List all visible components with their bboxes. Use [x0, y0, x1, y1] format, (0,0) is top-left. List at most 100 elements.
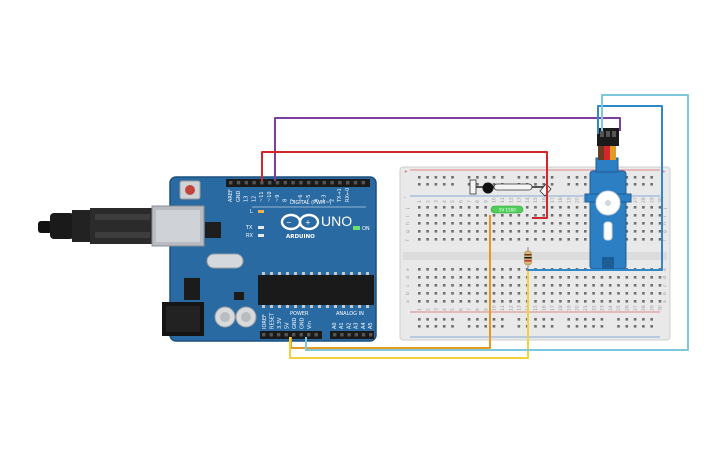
terminal-hole[interactable] — [625, 214, 629, 217]
terminal-hole[interactable] — [650, 206, 653, 209]
rail-hole[interactable] — [517, 325, 521, 328]
wires[interactable] — [261, 94, 689, 359]
terminal-hole[interactable] — [501, 214, 504, 217]
terminal-hole[interactable] — [600, 300, 604, 303]
terminal-hole[interactable] — [550, 222, 554, 225]
terminal-hole[interactable] — [459, 230, 463, 233]
terminal-hole[interactable] — [442, 206, 446, 209]
header-hole[interactable] — [346, 181, 350, 185]
pushbutton[interactable] — [469, 179, 552, 197]
terminal-hole[interactable] — [426, 276, 429, 279]
terminal-hole[interactable] — [484, 238, 487, 241]
terminal-hole[interactable] — [442, 292, 446, 295]
terminal-hole[interactable] — [625, 300, 629, 303]
header-hole[interactable] — [299, 181, 303, 185]
terminal-hole[interactable] — [658, 276, 662, 279]
terminal-hole[interactable] — [509, 230, 512, 233]
rail-hole[interactable] — [467, 318, 471, 321]
rail-hole[interactable] — [451, 176, 454, 179]
terminal-hole[interactable] — [633, 300, 637, 303]
rail-hole[interactable] — [575, 325, 579, 328]
terminal-hole[interactable] — [584, 222, 587, 225]
terminal-hole[interactable] — [542, 206, 546, 209]
rail-hole[interactable] — [476, 183, 479, 186]
terminal-hole[interactable] — [451, 230, 454, 233]
header-hole[interactable] — [338, 181, 342, 185]
terminal-hole[interactable] — [550, 300, 554, 303]
terminal-hole[interactable] — [426, 214, 429, 217]
terminal-hole[interactable] — [434, 230, 438, 233]
rail-hole[interactable] — [501, 176, 504, 179]
rail-hole[interactable] — [451, 318, 454, 321]
terminal-hole[interactable] — [592, 300, 595, 303]
terminal-hole[interactable] — [492, 214, 496, 217]
rail-hole[interactable] — [492, 318, 496, 321]
header-hole[interactable] — [268, 181, 272, 185]
terminal-hole[interactable] — [501, 268, 504, 271]
terminal-hole[interactable] — [650, 230, 653, 233]
rail-hole[interactable] — [467, 183, 471, 186]
terminal-hole[interactable] — [509, 300, 512, 303]
terminal-hole[interactable] — [633, 292, 637, 295]
terminal-hole[interactable] — [476, 292, 479, 295]
terminal-hole[interactable] — [442, 230, 446, 233]
terminal-hole[interactable] — [476, 214, 479, 217]
terminal-hole[interactable] — [608, 292, 612, 295]
header-hole[interactable] — [322, 181, 326, 185]
header-hole[interactable] — [269, 333, 273, 337]
terminal-hole[interactable] — [501, 300, 504, 303]
terminal-hole[interactable] — [501, 284, 504, 287]
terminal-hole[interactable] — [642, 206, 645, 209]
header-hole[interactable] — [244, 181, 248, 185]
terminal-hole[interactable] — [492, 268, 496, 271]
terminal-hole[interactable] — [608, 284, 612, 287]
rail-hole[interactable] — [542, 318, 546, 321]
terminal-hole[interactable] — [584, 300, 587, 303]
terminal-hole[interactable] — [600, 284, 604, 287]
terminal-hole[interactable] — [501, 230, 504, 233]
header-hole[interactable] — [299, 333, 303, 337]
terminal-hole[interactable] — [434, 206, 438, 209]
terminal-hole[interactable] — [534, 276, 537, 279]
terminal-hole[interactable] — [650, 292, 653, 295]
rail-hole[interactable] — [550, 183, 554, 186]
terminal-hole[interactable] — [492, 230, 496, 233]
terminal-hole[interactable] — [633, 222, 637, 225]
terminal-hole[interactable] — [484, 276, 487, 279]
terminal-hole[interactable] — [559, 206, 562, 209]
terminal-hole[interactable] — [525, 206, 529, 209]
rail-hole[interactable] — [534, 325, 537, 328]
terminal-hole[interactable] — [633, 206, 637, 209]
terminal-hole[interactable] — [584, 284, 587, 287]
terminal-hole[interactable] — [658, 206, 662, 209]
terminal-hole[interactable] — [534, 238, 537, 241]
terminal-hole[interactable] — [476, 206, 479, 209]
terminal-hole[interactable] — [642, 284, 645, 287]
terminal-hole[interactable] — [600, 276, 604, 279]
rail-hole[interactable] — [542, 325, 546, 328]
rail-hole[interactable] — [492, 325, 496, 328]
rail-hole[interactable] — [642, 183, 645, 186]
terminal-hole[interactable] — [559, 230, 562, 233]
terminal-hole[interactable] — [426, 238, 429, 241]
terminal-hole[interactable] — [517, 222, 521, 225]
rail-hole[interactable] — [650, 318, 653, 321]
terminal-hole[interactable] — [484, 268, 487, 271]
terminal-hole[interactable] — [575, 300, 579, 303]
rail-hole[interactable] — [625, 183, 629, 186]
rail-hole[interactable] — [600, 318, 604, 321]
terminal-hole[interactable] — [534, 300, 537, 303]
rail-hole[interactable] — [442, 318, 446, 321]
terminal-hole[interactable] — [501, 276, 504, 279]
rail-hole[interactable] — [501, 318, 504, 321]
terminal-hole[interactable] — [459, 268, 463, 271]
terminal-hole[interactable] — [517, 230, 521, 233]
terminal-hole[interactable] — [418, 214, 421, 217]
rail-hole[interactable] — [434, 176, 438, 179]
terminal-hole[interactable] — [534, 230, 537, 233]
resistor[interactable] — [524, 247, 532, 271]
terminal-hole[interactable] — [484, 284, 487, 287]
header-hole[interactable] — [260, 181, 264, 185]
